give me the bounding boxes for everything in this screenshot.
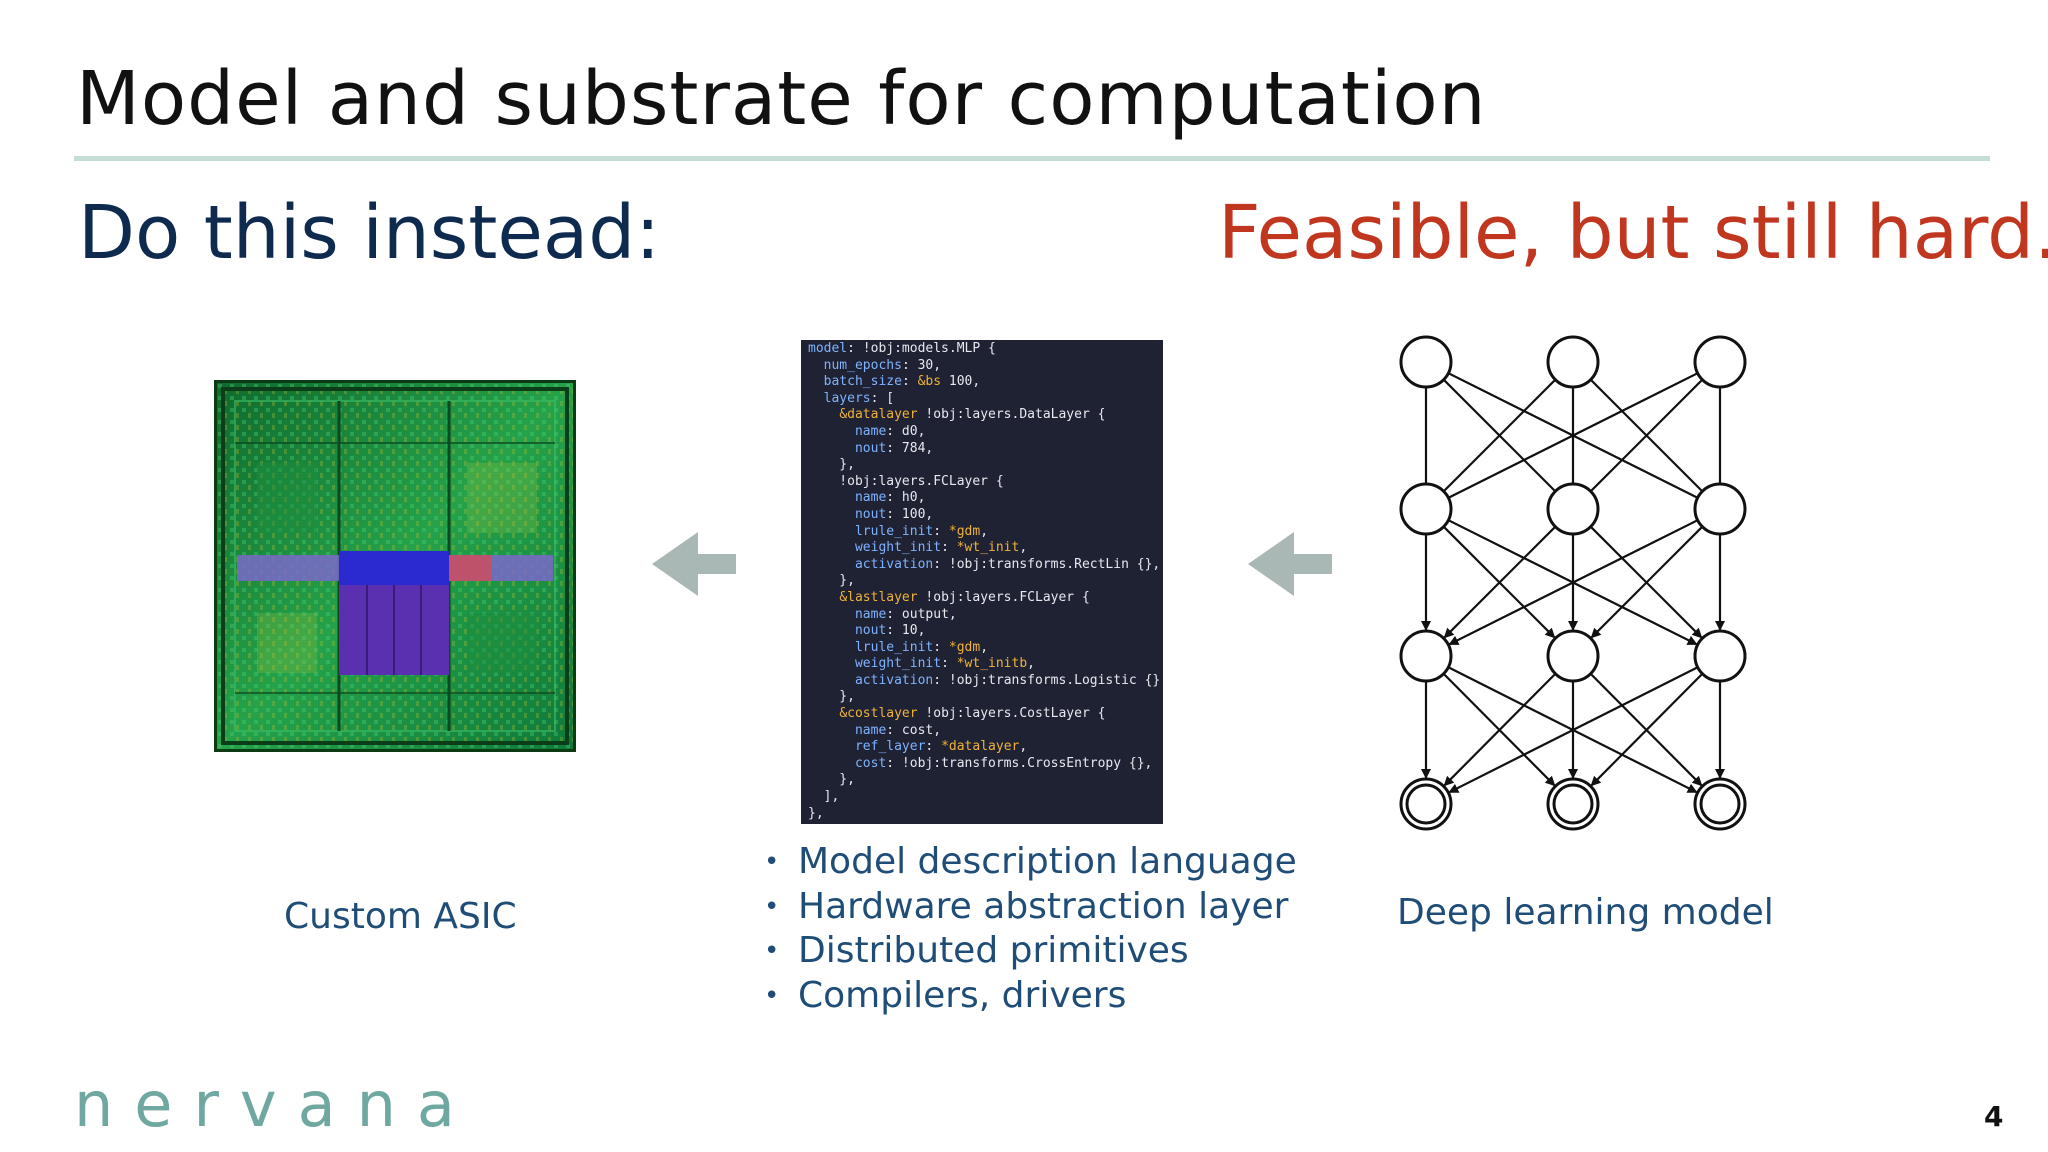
- code-line: model: !obj:models.MLP {: [808, 341, 996, 356]
- code-line: name: h0,: [854, 490, 926, 506]
- code-line: },: [808, 805, 824, 821]
- network-edge: [1448, 666, 1699, 794]
- code-line: layers: [: [823, 390, 895, 406]
- network-edge: [1448, 372, 1699, 499]
- output-node-ring: [1405, 783, 1447, 825]
- arrow-left-icon: [652, 532, 736, 596]
- code-line: activation: !obj:transforms.Logistic {},: [854, 672, 1163, 688]
- code-line: },: [808, 689, 855, 705]
- network-node: [1546, 335, 1600, 389]
- code-line: name: d0,: [854, 423, 926, 439]
- network-edge: [1590, 525, 1704, 639]
- asic-caption: Custom ASIC: [284, 896, 517, 937]
- code-line: },: [808, 772, 855, 788]
- code-line: &datalayer !obj:layers.DataLayer {: [839, 407, 1106, 423]
- code-line: num_epochs: 30,: [823, 357, 942, 373]
- bullet-marker: •: [764, 847, 780, 877]
- network-node: [1693, 482, 1747, 536]
- bullet-text: Distributed primitives: [798, 930, 1189, 971]
- code-line: name: output,: [854, 606, 957, 622]
- code-line: cost: !obj:transforms.CrossEntropy {},: [854, 755, 1153, 771]
- code-line: },: [808, 457, 855, 473]
- bullet-text: Compilers, drivers: [798, 974, 1127, 1016]
- list-item: • Model description language: [764, 840, 1297, 885]
- subtitle-do-this-instead: Do this instead:: [78, 190, 661, 276]
- bullet-marker: •: [764, 980, 780, 1011]
- nervana-logo: nervana: [74, 1068, 476, 1141]
- bullet-marker: •: [764, 936, 780, 966]
- network-node: [1546, 629, 1600, 683]
- slide-title: Model and substrate for computation: [76, 56, 1487, 142]
- output-node-ring: [1699, 783, 1741, 825]
- asic-die-image: [214, 380, 576, 752]
- code-line: weight_init: *wt_init,: [854, 540, 1028, 556]
- network-caption: Deep learning model: [1397, 892, 1774, 933]
- network-edge: [1448, 519, 1699, 646]
- network-node: [1693, 629, 1747, 683]
- code-line: ref_layer: *datalayer,: [854, 739, 1028, 755]
- code-line: nout: 100,: [854, 506, 934, 522]
- code-line: &lastlayer !obj:layers.FCLayer {: [839, 589, 1090, 605]
- list-item: • Compilers, drivers: [764, 974, 1297, 1019]
- network-node: [1399, 629, 1453, 683]
- code-line: &costlayer !obj:layers.CostLayer {: [839, 706, 1106, 722]
- model-description-code: model: !obj:models.MLP { num_epochs: 30,…: [801, 340, 1163, 824]
- network-node: [1399, 335, 1453, 389]
- network-node: [1399, 482, 1453, 536]
- network-edge: [1443, 525, 1557, 639]
- bullet-list: • Model description language • Hardware ab…: [764, 840, 1297, 1018]
- network-node: [1546, 482, 1600, 536]
- code-line: },: [808, 573, 855, 589]
- output-node-ring: [1552, 783, 1594, 825]
- network-edge: [1590, 672, 1704, 787]
- bullet-marker: •: [764, 891, 780, 922]
- page-number: 4: [1984, 1100, 2004, 1133]
- code-line: !obj:layers.FCLayer {: [808, 473, 1004, 489]
- code-line: batch_size: &bs 100,: [823, 374, 981, 390]
- network-edge: [1590, 378, 1704, 492]
- code-line: weight_init: *wt_initb,: [854, 656, 1035, 672]
- network-edge: [1443, 672, 1557, 787]
- list-item: • Distributed primitives: [764, 929, 1297, 974]
- arrow-left-icon: [1248, 532, 1332, 596]
- code-line: activation: !obj:transforms.RectLin {},: [854, 556, 1161, 572]
- code-line: lrule_init: *gdm,: [854, 639, 989, 655]
- code-line: nout: 10,: [854, 623, 926, 639]
- code-line: nout: 784,: [854, 440, 934, 456]
- code-line: ],: [808, 789, 840, 805]
- bullet-text: Model description language: [798, 841, 1297, 882]
- network-edge: [1443, 378, 1557, 492]
- bullet-text: Hardware abstraction layer: [798, 885, 1289, 927]
- title-divider: [74, 156, 1990, 161]
- subtitle-feasible-but-hard: Feasible, but still hard.: [1218, 190, 2048, 276]
- network-node: [1693, 335, 1747, 389]
- list-item: • Hardware abstraction layer: [764, 885, 1297, 930]
- neural-network-diagram: [1399, 335, 1747, 831]
- code-line: lrule_init: *gdm,: [854, 523, 989, 539]
- code-line: name: cost,: [854, 722, 942, 738]
